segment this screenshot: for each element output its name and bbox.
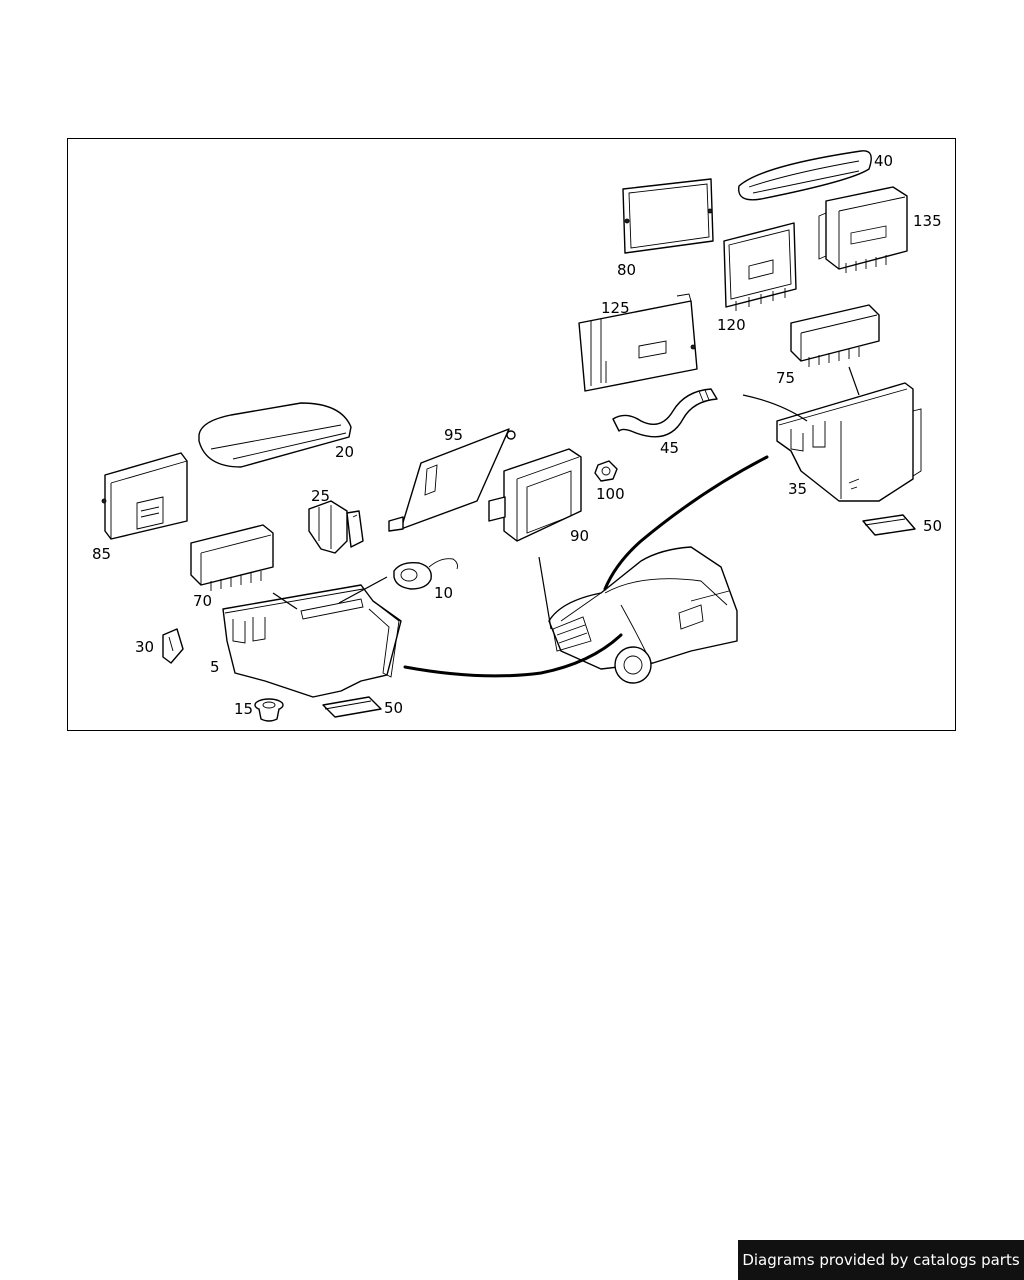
label-40: 40 bbox=[874, 152, 893, 170]
label-80: 80 bbox=[617, 261, 636, 279]
label-120: 120 bbox=[717, 316, 746, 334]
part-25-relay-bracket bbox=[308, 500, 364, 554]
part-85-control-module bbox=[101, 452, 188, 540]
parts-diagram-frame: 40 135 80 125 120 75 95 20 45 35 100 25 … bbox=[67, 138, 956, 731]
label-90: 90 bbox=[570, 527, 589, 545]
leader-lines bbox=[272, 366, 860, 678]
label-35: 35 bbox=[788, 480, 807, 498]
label-10: 10 bbox=[434, 584, 453, 602]
part-50-pad-left bbox=[322, 696, 382, 718]
part-30-clip bbox=[162, 628, 184, 664]
label-25: 25 bbox=[311, 487, 330, 505]
label-95: 95 bbox=[444, 426, 463, 444]
part-20-cover bbox=[198, 402, 352, 468]
label-50-left: 50 bbox=[384, 699, 403, 717]
part-40-housing bbox=[737, 150, 872, 201]
part-80-control-module bbox=[622, 178, 714, 254]
part-45-hose bbox=[612, 388, 718, 438]
label-30: 30 bbox=[135, 638, 154, 656]
label-45: 45 bbox=[660, 439, 679, 457]
label-135: 135 bbox=[913, 212, 942, 230]
part-50-pad-right bbox=[862, 514, 916, 536]
part-125-bracket bbox=[578, 293, 698, 392]
parts-diagram: 40 135 80 125 120 75 95 20 45 35 100 25 … bbox=[92, 150, 942, 722]
label-125: 125 bbox=[601, 299, 630, 317]
part-100-nut bbox=[594, 460, 618, 482]
part-120-control-module bbox=[723, 222, 797, 311]
part-labels: 40 135 80 125 120 75 95 20 45 35 100 25 … bbox=[92, 152, 942, 718]
vehicle-silhouette bbox=[548, 546, 738, 684]
label-70: 70 bbox=[193, 592, 212, 610]
credit-banner: Diagrams provided by catalogs parts bbox=[738, 1240, 1024, 1280]
part-15-grommet bbox=[254, 698, 284, 722]
part-135-control-unit bbox=[818, 186, 908, 273]
label-85: 85 bbox=[92, 545, 111, 563]
part-95-plate bbox=[388, 428, 516, 532]
label-100: 100 bbox=[596, 485, 625, 503]
part-90-ecu bbox=[488, 448, 582, 542]
label-75: 75 bbox=[776, 369, 795, 387]
label-50-right: 50 bbox=[923, 517, 942, 535]
label-5: 5 bbox=[210, 658, 220, 676]
label-20: 20 bbox=[335, 443, 354, 461]
part-10-sensor bbox=[393, 558, 458, 590]
part-35-relay-box bbox=[776, 382, 922, 502]
part-75-module bbox=[790, 304, 880, 367]
part-70-module bbox=[190, 524, 274, 591]
label-15: 15 bbox=[234, 700, 253, 718]
part-5-box bbox=[222, 584, 402, 698]
